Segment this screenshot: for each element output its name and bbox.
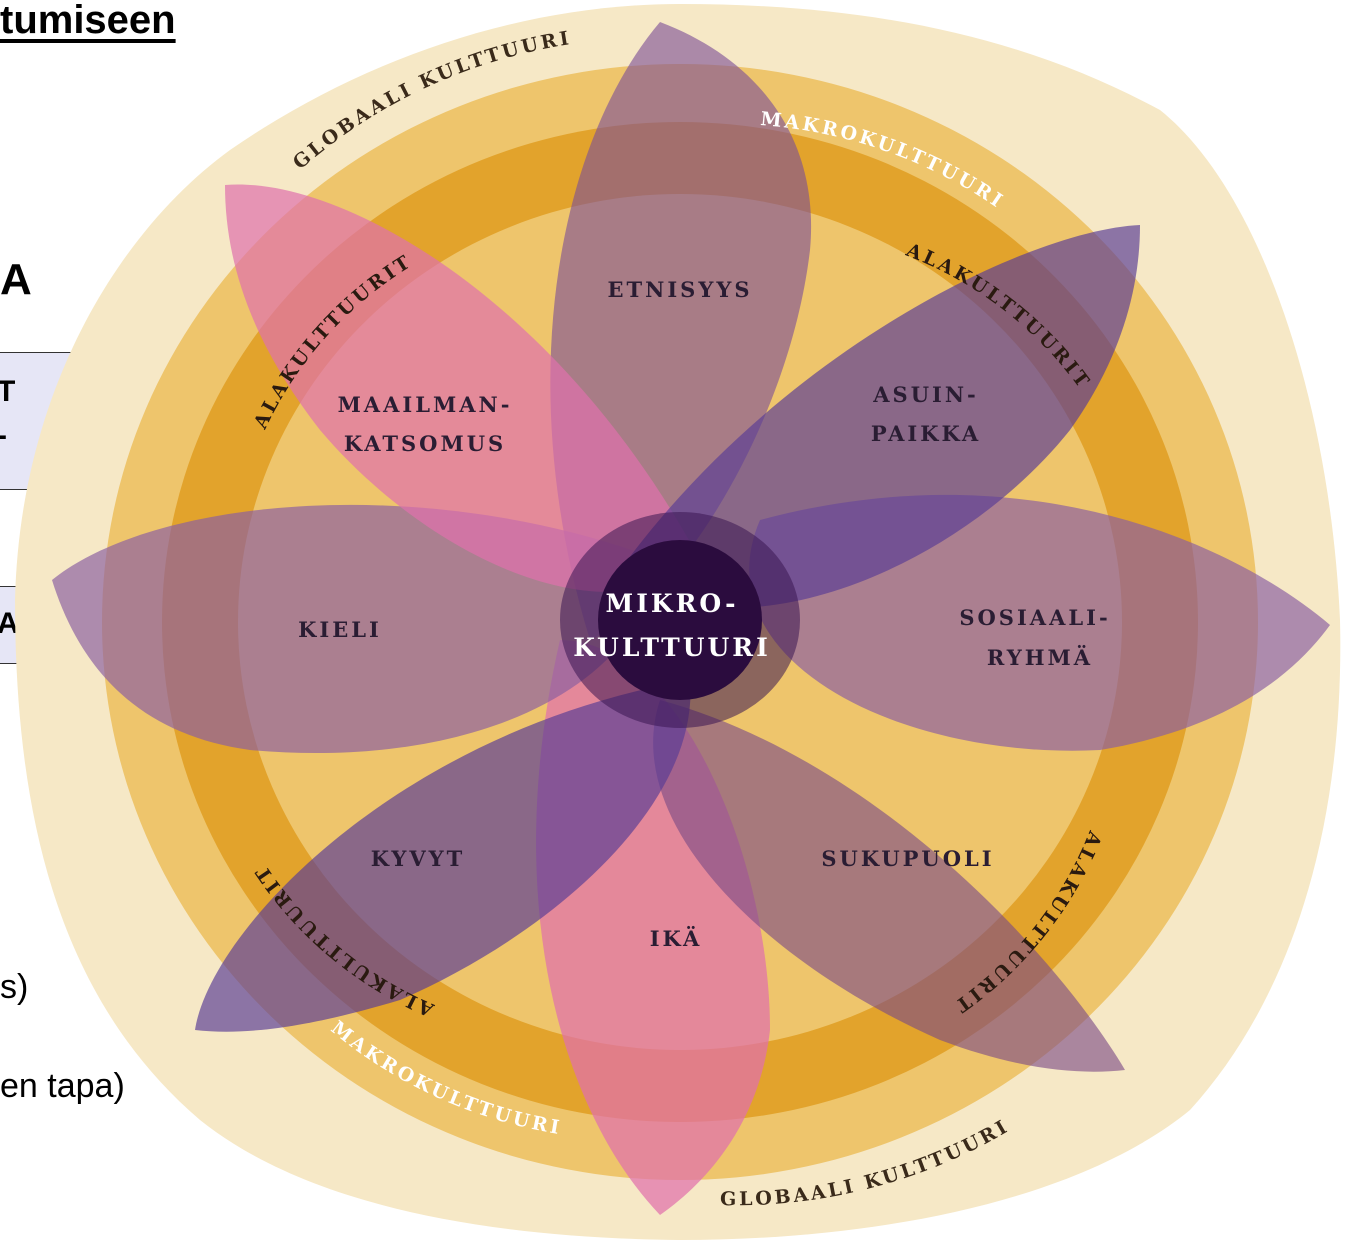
- label-asuinpaikka-line2: PAIKKA: [871, 421, 981, 446]
- petals: [52, 22, 1330, 1215]
- slide-heading-letter: A: [0, 255, 32, 304]
- label-kieli: KIELI: [298, 617, 382, 642]
- label-ika: IKÄ: [650, 926, 703, 951]
- slide-bullet-fragment-1: s): [0, 968, 29, 1006]
- label-sosiaaliryhma-line2: RYHMÄ: [987, 645, 1093, 670]
- petal-kyvyt: [195, 680, 691, 1032]
- petal-asuinpaikka: [620, 225, 1140, 608]
- label-etnisyys: ETNISYYS: [608, 277, 753, 302]
- label-sosiaaliryhma-line1: SOSIAALI-: [959, 605, 1110, 630]
- micro-culture-center: [598, 540, 762, 700]
- petal-maailmankatsomus: [225, 184, 700, 592]
- slide-title-fragment: tumiseen: [0, 0, 176, 42]
- label-maailmankatsomus-line1: MAAILMAN-: [338, 392, 513, 417]
- slide-box-top-line2: -: [0, 419, 7, 453]
- label-asuinpaikka-line1: ASUIN-: [872, 382, 979, 407]
- label-maailmankatsomus-line2: KATSOMUS: [344, 431, 506, 456]
- slide-box-top-line1: T: [0, 375, 16, 408]
- label-kyvyt: KYVYT: [371, 846, 466, 871]
- slide-bullet-fragment-2: en tapa): [0, 1067, 125, 1105]
- petal-sukupuoli: [653, 700, 1125, 1072]
- label-sukupuoli: SUKUPUOLI: [821, 846, 994, 871]
- label-micro-culture-line1: MIKRO-: [606, 589, 739, 618]
- label-micro-culture-line2: KULTTUURI: [573, 633, 771, 662]
